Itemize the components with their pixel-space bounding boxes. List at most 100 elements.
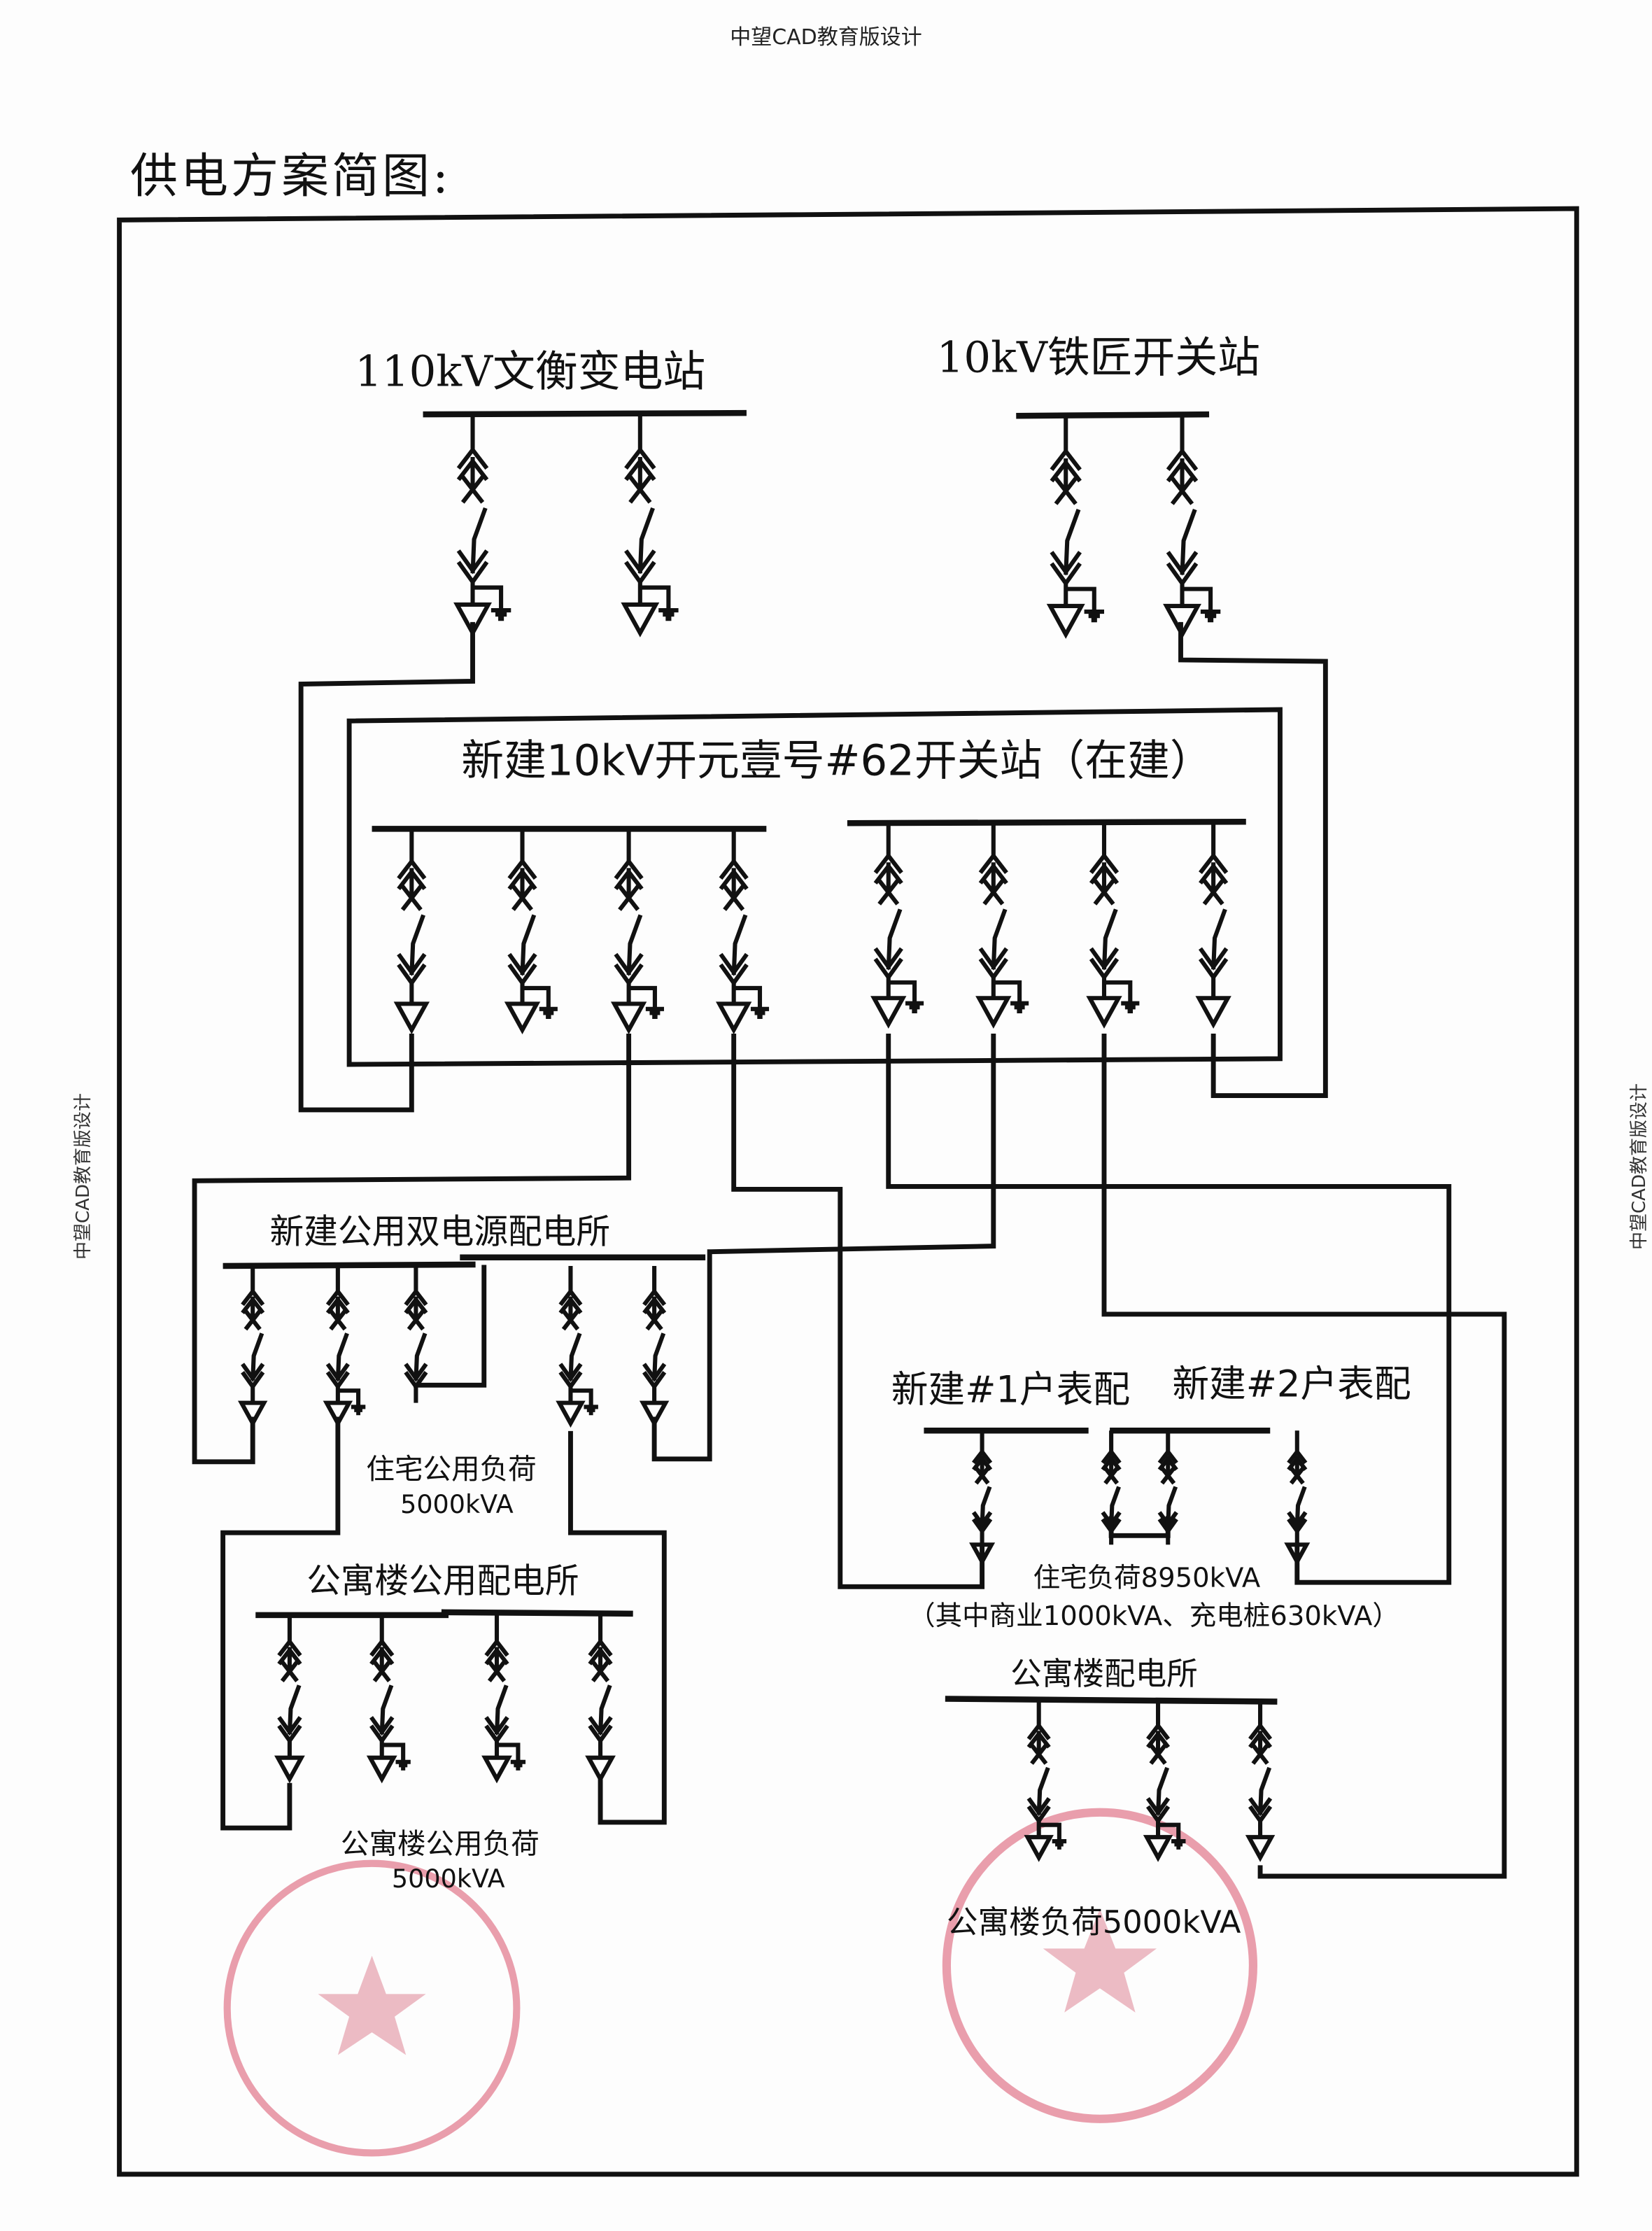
disconnector-icon — [520, 914, 537, 976]
apartment-room-label: 公寓楼配电所 — [1010, 1656, 1198, 1692]
feeder-line — [873, 947, 903, 971]
disconnector-icon — [991, 908, 1008, 970]
ground-icon — [628, 985, 664, 1020]
feeder-line — [614, 858, 644, 880]
breaker-x-icon — [561, 1309, 580, 1331]
bus-110kv — [423, 409, 747, 418]
feeder-line — [588, 1638, 613, 1657]
main-station-box — [346, 707, 1283, 1067]
feeder-6 — [610, 829, 664, 1034]
breaker-x-icon — [407, 1309, 425, 1331]
feeder-line — [558, 1288, 583, 1307]
breaker-x-icon — [974, 1466, 990, 1485]
feeder-line — [1199, 852, 1229, 874]
feeder-3 — [1163, 416, 1221, 639]
feeder-7 — [716, 829, 770, 1034]
feeder-line — [507, 858, 537, 880]
disconnector-icon — [335, 1332, 349, 1381]
feeder-line — [1248, 1796, 1273, 1817]
ground-icon — [993, 980, 1029, 1013]
feeder-25 — [1024, 1700, 1067, 1862]
breaker-x-icon — [280, 1660, 299, 1683]
cable-terminal-icon — [1195, 996, 1231, 1029]
breaker-x-icon — [1289, 1466, 1305, 1485]
disconnector-icon — [731, 914, 748, 976]
feeder-line — [1146, 1722, 1171, 1740]
disconnector-icon — [1064, 509, 1081, 575]
cable-terminal-icon — [504, 1001, 541, 1034]
ground-icon — [1158, 1822, 1186, 1850]
feeder-line — [1145, 1796, 1171, 1817]
cable-terminal-icon — [870, 996, 907, 1029]
ground-icon — [337, 1388, 366, 1416]
apartment-load-label: 公寓楼负荷5000kVA — [947, 1904, 1241, 1941]
feeder-line — [1199, 947, 1229, 971]
disconnector-icon — [494, 1684, 509, 1735]
feeder-line — [397, 952, 427, 976]
breaker-x-icon — [645, 1309, 663, 1331]
feeder-line — [1166, 447, 1199, 472]
disconnector-icon — [1211, 908, 1227, 970]
feeder-19 — [481, 1614, 526, 1784]
ground-icon — [1038, 1822, 1067, 1850]
feeder-2 — [1046, 416, 1104, 639]
feeder-line — [369, 1638, 395, 1657]
cable-terminal-icon — [1024, 1835, 1054, 1862]
feeder-21 — [969, 1430, 996, 1566]
ground-icon — [1182, 586, 1221, 623]
feeder-20 — [585, 1614, 616, 1784]
breaker-x-icon — [1054, 477, 1078, 505]
feeder-9 — [975, 823, 1029, 1029]
disconnector-icon — [409, 914, 425, 976]
feeder-line — [558, 1363, 583, 1382]
feeder-8 — [870, 823, 924, 1029]
cable-terminal-icon — [237, 1400, 268, 1428]
bus-dual-power-1 — [223, 1261, 476, 1269]
stamp-left — [223, 1859, 521, 2157]
feeder-line — [277, 1638, 302, 1657]
breaker-x-icon — [1093, 879, 1115, 906]
ground-icon — [570, 1388, 598, 1416]
disconnector-icon — [626, 914, 643, 976]
feeder-line — [624, 446, 656, 470]
feeder-26 — [1143, 1700, 1186, 1862]
feeder-1 — [621, 414, 679, 638]
feeder-line — [971, 1448, 993, 1465]
outer-frame — [117, 206, 1579, 2177]
breaker-x-icon — [1103, 1466, 1120, 1485]
residential-load-note: （其中商业1000kVA、充电桩630kVA） — [908, 1600, 1399, 1632]
feeder-5 — [504, 829, 558, 1034]
disconnector-icon — [1101, 908, 1118, 970]
breaker-x-icon — [1202, 879, 1224, 906]
cable-terminal-icon — [1086, 996, 1122, 1029]
main-station-label: 新建10kV开元壹号#62开关站（在建） — [461, 736, 1212, 785]
ground-icon — [1066, 586, 1104, 623]
feeder-line — [507, 952, 537, 976]
feeder-line — [1166, 551, 1199, 576]
page-title: 供电方案简图: — [130, 149, 451, 204]
feeder-line — [614, 952, 644, 976]
disconnector-icon — [886, 908, 903, 970]
feeder-line — [404, 1288, 428, 1307]
cable-terminal-icon — [481, 1755, 512, 1784]
cable-terminal-icon — [556, 1400, 586, 1428]
cable-terminal-icon — [1163, 603, 1201, 639]
cable-terminal-icon — [323, 1400, 353, 1428]
ground-icon — [888, 980, 924, 1013]
disconnector-icon — [652, 1332, 666, 1381]
feeder-line — [325, 1371, 350, 1391]
disconnector-icon — [379, 1684, 394, 1735]
cable-terminal-icon — [639, 1400, 670, 1428]
feeder-line — [642, 1288, 667, 1307]
ground-icon — [640, 585, 679, 621]
cable-terminal-icon — [585, 1755, 616, 1784]
cable-terminal-icon — [393, 1001, 430, 1034]
dual-power-load-value: 5000kVA — [400, 1489, 514, 1519]
cable-terminal-icon — [274, 1755, 305, 1784]
feeder-line — [325, 1363, 350, 1382]
disconnector-icon — [980, 1486, 992, 1526]
cable-terminal-icon — [621, 602, 660, 638]
breaker-x-icon — [1160, 1466, 1176, 1485]
feeder-15 — [556, 1265, 598, 1428]
breaker-x-icon — [1030, 1743, 1048, 1765]
